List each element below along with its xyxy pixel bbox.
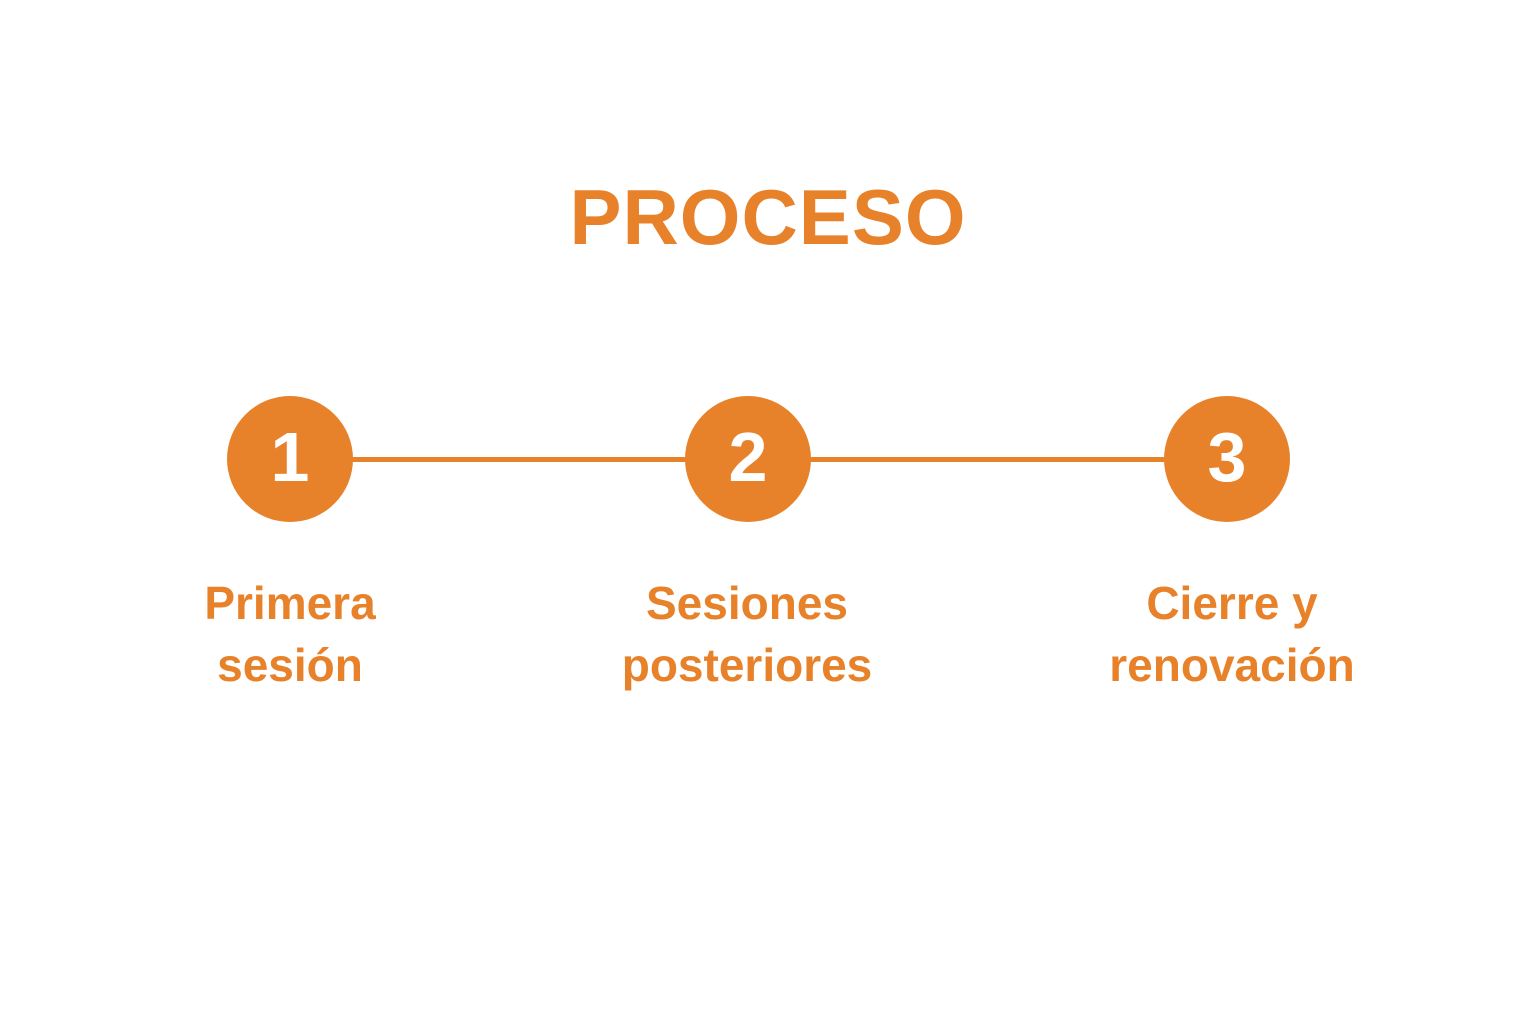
connector-line-step2-step3 bbox=[806, 457, 1168, 462]
step-label-3-line-1: Cierre y bbox=[1146, 577, 1318, 629]
step-number-2: 2 bbox=[728, 418, 768, 496]
step-label-1: Primera sesión bbox=[100, 572, 480, 696]
step-circle-1[interactable]: 1 bbox=[227, 396, 353, 522]
step-number-3: 3 bbox=[1207, 418, 1247, 496]
step-label-2-line-2: posteriores bbox=[621, 639, 873, 691]
step-label-2-line-1: Sesiones bbox=[646, 577, 848, 629]
step-label-3: Cierre y renovación bbox=[1042, 572, 1422, 696]
step-label-2: Sesiones posteriores bbox=[557, 572, 937, 696]
step-timeline: 1 2 3 bbox=[0, 396, 1536, 524]
step-number-1: 1 bbox=[270, 418, 310, 496]
page-title: PROCESO bbox=[569, 173, 967, 261]
step-label-1-line-2: sesión bbox=[217, 639, 363, 691]
step-circle-2[interactable]: 2 bbox=[685, 396, 811, 522]
step-label-3-line-2: renovación bbox=[1109, 639, 1355, 691]
step-circle-3[interactable]: 3 bbox=[1164, 396, 1290, 522]
step-label-1-line-1: Primera bbox=[204, 577, 376, 629]
connector-line-step1-step2 bbox=[348, 457, 692, 462]
